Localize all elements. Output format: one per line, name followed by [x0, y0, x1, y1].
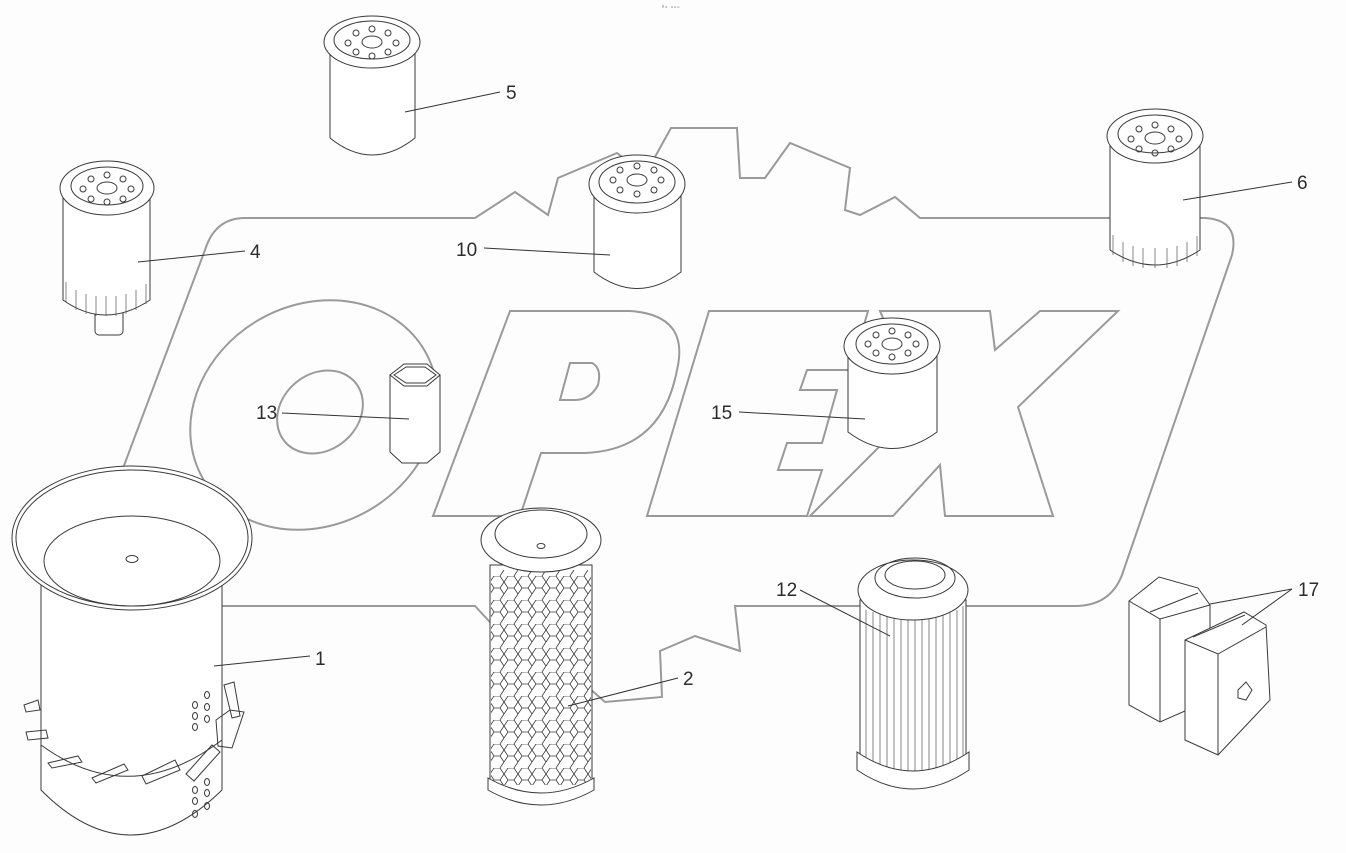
leader-2 [567, 677, 679, 707]
leader-4 [137, 250, 246, 263]
part-5-spin-on-filter[interactable] [323, 15, 421, 156]
part-17-rubber-blocks[interactable] [1128, 576, 1271, 756]
leader-10 [483, 247, 611, 256]
part-13-hex-bushing[interactable] [389, 363, 441, 464]
leader-17a [1209, 588, 1293, 605]
callout-1: 1 [315, 649, 326, 670]
leader-17b [1241, 588, 1293, 626]
callout-4: 4 [250, 242, 261, 263]
callout-12: 12 [776, 580, 798, 601]
leader-lines [137, 91, 1293, 707]
part-6-spin-on-filter[interactable] [1106, 108, 1204, 268]
leader-5 [404, 91, 501, 113]
part-4-fuel-filter[interactable] [59, 160, 155, 336]
part-12-pleated-element[interactable] [856, 557, 970, 790]
leader-6 [1182, 181, 1293, 201]
callout-17: 17 [1298, 580, 1320, 601]
part-2-mesh-filter[interactable] [480, 507, 602, 806]
leader-12 [799, 589, 891, 637]
part-15-spin-on-filter[interactable] [843, 317, 941, 449]
leader-15 [738, 411, 866, 420]
callout-13: 13 [256, 403, 278, 424]
leader-13 [281, 412, 410, 420]
header-mark: ᵒ▫ ▫▫▫ [662, 5, 681, 11]
callout-15: 15 [711, 403, 733, 424]
callout-2: 2 [683, 669, 694, 690]
callout-6: 6 [1297, 173, 1308, 194]
callout-5: 5 [506, 83, 517, 104]
part-10-spin-on-filter[interactable] [588, 154, 686, 289]
part-1-centrifuge-housing[interactable] [11, 465, 253, 836]
leader-1 [213, 655, 311, 667]
callout-10: 10 [456, 240, 478, 261]
